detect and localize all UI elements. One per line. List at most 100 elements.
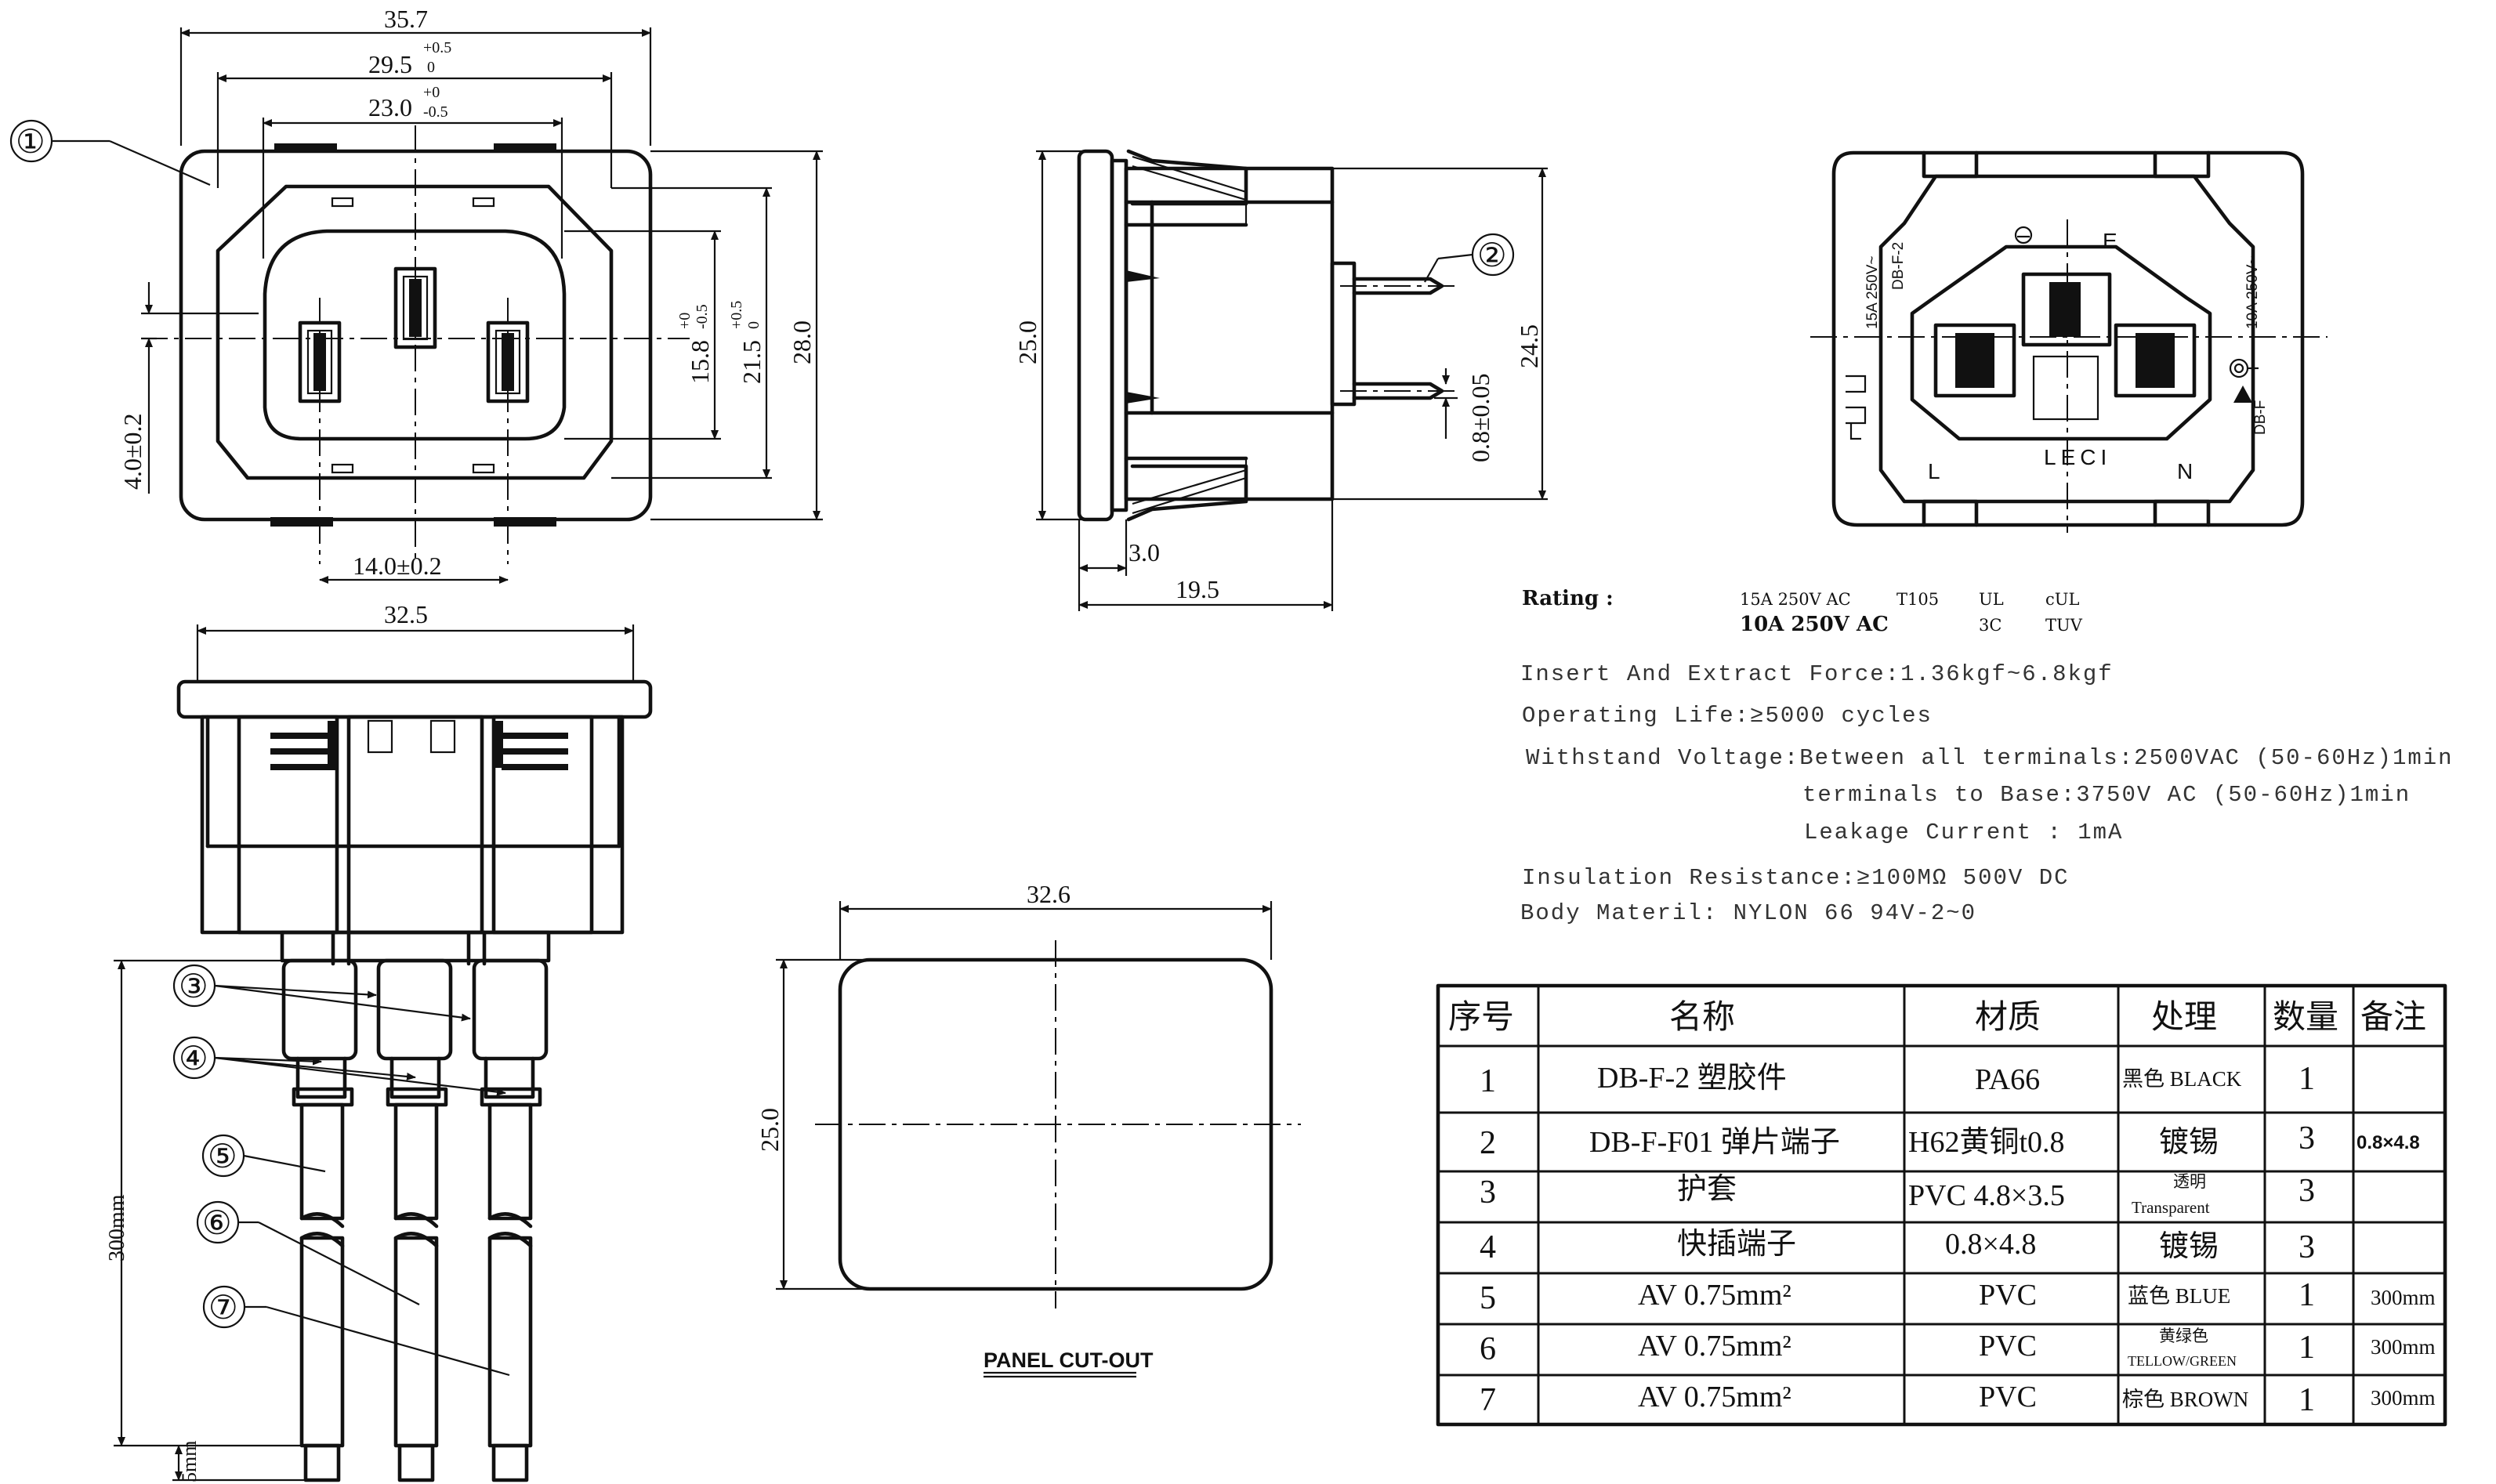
callout-5: ⑤ — [208, 1137, 237, 1175]
earth-symbol-icon — [2014, 226, 2033, 244]
dim-21-5-tol-upper: +0.5 — [728, 301, 745, 329]
front-view: 35.7 29.5 +0.5 0 23.0 +0 -0.5 — [9, 5, 823, 584]
bom-cell-no: 5 — [1480, 1280, 1496, 1316]
bom-cell-no: 6 — [1480, 1331, 1496, 1367]
rating-line2-b: 3C — [1979, 616, 2002, 635]
rear-neutral-terminal — [2114, 323, 2197, 398]
dim-24-5: 24.5 — [1515, 324, 1543, 368]
side-view: 25.0 24.5 — [1013, 149, 1548, 611]
wire-assembly-left — [281, 958, 358, 1482]
dim-29-5: 29.5 — [368, 50, 412, 78]
table-row: 2 DB-F-F01 弹片端子 H62黄铜t0.8 镀锡 3 0.8×4.8 — [1480, 1120, 2420, 1161]
dim-3-0: 3.0 — [1128, 538, 1160, 566]
spec-withstand-voltage: Withstand Voltage:Between all terminals:… — [1526, 745, 2454, 771]
bom-cell-note: 300mm — [2371, 1286, 2436, 1309]
bom-cell-qty: 3 — [2299, 1120, 2315, 1156]
bom-cell-note: 300mm — [2371, 1386, 2436, 1410]
bom-cell-name: AV 0.75mm² — [1638, 1279, 1791, 1312]
dim-23-0-tol-lower: -0.5 — [423, 103, 448, 121]
rear-earth-terminal — [2021, 272, 2112, 347]
bom-header-name: 名称 — [1669, 1000, 1735, 1036]
dim-29-5-tol-lower: 0 — [427, 59, 435, 76]
bom-cell-no: 1 — [1480, 1063, 1496, 1099]
bom-cell-treatment: 黄绿色 — [2159, 1327, 2208, 1345]
dim-19-5: 19.5 — [1176, 575, 1219, 603]
bom-cell-treatment-sub: TELLOW/GREEN — [2128, 1353, 2237, 1369]
dim-15-8-tol-upper: +0 — [676, 313, 694, 329]
bom-cell-treatment: 透明 — [2173, 1172, 2206, 1191]
bom-header-treatment: 处理 — [2151, 1000, 2217, 1036]
callout-7: ⑦ — [208, 1288, 238, 1327]
bom-cell-note: 0.8×4.8 — [2357, 1132, 2420, 1153]
table-row: 3 护套 PVC 4.8×3.5 透明 Transparent 3 — [1480, 1172, 2315, 1217]
callout-1: ① — [16, 122, 45, 161]
ul-logo-icon — [1846, 375, 1867, 440]
bottom-flange — [176, 679, 653, 719]
dim-25-0-cutout: 25.0 — [755, 1108, 784, 1152]
spec-leakage-current: Leakage Current : 1mA — [1804, 820, 2123, 845]
warning-triangle-icon — [2233, 385, 2252, 403]
dim-25-0-side: 25.0 — [1013, 320, 1042, 364]
bom-cell-material: PVC — [1979, 1330, 2037, 1363]
bom-cell-treatment-sub: Transparent — [2132, 1198, 2210, 1217]
face-mark-n: N — [2177, 459, 2193, 483]
side-flange — [1077, 149, 1114, 522]
dim-35-7: 35.7 — [384, 5, 428, 33]
bom-cell-material: 0.8×4.8 — [1945, 1228, 2036, 1261]
bom-cell-no: 7 — [1480, 1382, 1496, 1418]
bom-cell-no: 2 — [1480, 1125, 1496, 1161]
bom-cell-qty: 3 — [2299, 1173, 2315, 1209]
callout-6: ⑥ — [202, 1203, 232, 1242]
rating-label: Rating : — [1522, 587, 1614, 610]
rating-block: Rating : 15A 250V AC T105 UL cUL 10A 250… — [1522, 587, 2083, 636]
bom-cell-name: AV 0.75mm² — [1638, 1330, 1791, 1363]
bom-cell-name: 快插端子 — [1677, 1228, 1796, 1261]
bom-cell-qty: 1 — [2299, 1330, 2315, 1366]
bom-header-note: 备注 — [2360, 999, 2426, 1036]
face-right-model: DB-F — [2252, 400, 2269, 435]
bom-cell-name: 护套 — [1677, 1173, 1737, 1206]
dim-0-8: 0.8±0.05 — [1466, 373, 1494, 462]
spec-terminals-to-base: terminals to Base:3750V AC (50-60Hz)1min — [1802, 782, 2411, 808]
rating-line1-d: cUL — [2045, 590, 2079, 609]
dim-15-8-tol-lower: -0.5 — [694, 304, 711, 329]
dim-300mm: 300mm — [105, 1194, 129, 1261]
face-mark-l: L — [1928, 459, 1940, 483]
rating-line1-c: UL — [1979, 590, 2004, 609]
table-row: 1 DB-F-2 塑胶件 PA66 黑色 BLACK 1 — [1480, 1061, 2315, 1099]
dim-21-5: 21.5 — [737, 340, 766, 384]
bom-cell-treatment: 棕色 BROWN — [2122, 1388, 2248, 1411]
bottom-view: 32.5 — [105, 600, 653, 1482]
dim-23-0: 23.0 — [368, 93, 412, 121]
table-row: 6 AV 0.75mm² PVC 黄绿色 TELLOW/GREEN 1 300m… — [1480, 1327, 2436, 1369]
bom-cell-treatment: 镀锡 — [2159, 1126, 2219, 1159]
bom-cell-no: 4 — [1480, 1229, 1496, 1265]
dim-32-5: 32.5 — [384, 600, 428, 628]
bom-header-material: 材质 — [1975, 1000, 2041, 1036]
bom-header-no: 序号 — [1448, 1000, 1514, 1036]
bom-table: 序号 名称 材质 处理 数量 备注 1 DB-F-2 塑胶件 PA66 黑色 B… — [1436, 983, 2447, 1427]
spec-operating-life: Operating Life:≥5000 cycles — [1522, 703, 1933, 729]
spec-insert-force: Insert And Extract Force:1.36kgf~6.8kgf — [1520, 661, 2114, 687]
face-left-model: DB-F-2 — [1890, 242, 1907, 290]
dim-32-6: 32.6 — [1027, 880, 1070, 908]
certification-mark-icon — [2229, 358, 2259, 378]
dim-21-5-tol-lower: 0 — [745, 321, 763, 329]
bom-cell-material: PVC 4.8×3.5 — [1908, 1179, 2065, 1212]
bom-cell-no: 3 — [1480, 1175, 1496, 1211]
panel-cutout: 32.6 25.0 PANEL CUT-OUT — [755, 880, 1301, 1378]
bom-cell-treatment: 镀锡 — [2159, 1230, 2219, 1263]
table-row: 4 快插端子 0.8×4.8 镀锡 3 — [1480, 1228, 2315, 1265]
bom-cell-qty: 1 — [2299, 1061, 2315, 1097]
callout-3: ③ — [179, 967, 208, 1005]
cutout-title: PANEL CUT-OUT — [984, 1348, 1154, 1372]
bom-cell-material: PA66 — [1975, 1063, 2040, 1096]
bom-cell-material: PVC — [1979, 1381, 2037, 1413]
table-row: 5 AV 0.75mm² PVC 蓝色 BLUE 1 300mm — [1480, 1277, 2436, 1316]
rating-line2-c: TUV — [2045, 616, 2083, 635]
spec-insulation-resistance: Insulation Resistance:≥100MΩ 500V DC — [1522, 865, 2070, 891]
face-mark-e: E — [2103, 229, 2117, 253]
bom-header-qty: 数量 — [2273, 1000, 2338, 1036]
spec-body-material: Body Materil: NYLON 66 94V-2~0 — [1520, 900, 1976, 926]
bom-cell-note: 300mm — [2371, 1335, 2436, 1359]
